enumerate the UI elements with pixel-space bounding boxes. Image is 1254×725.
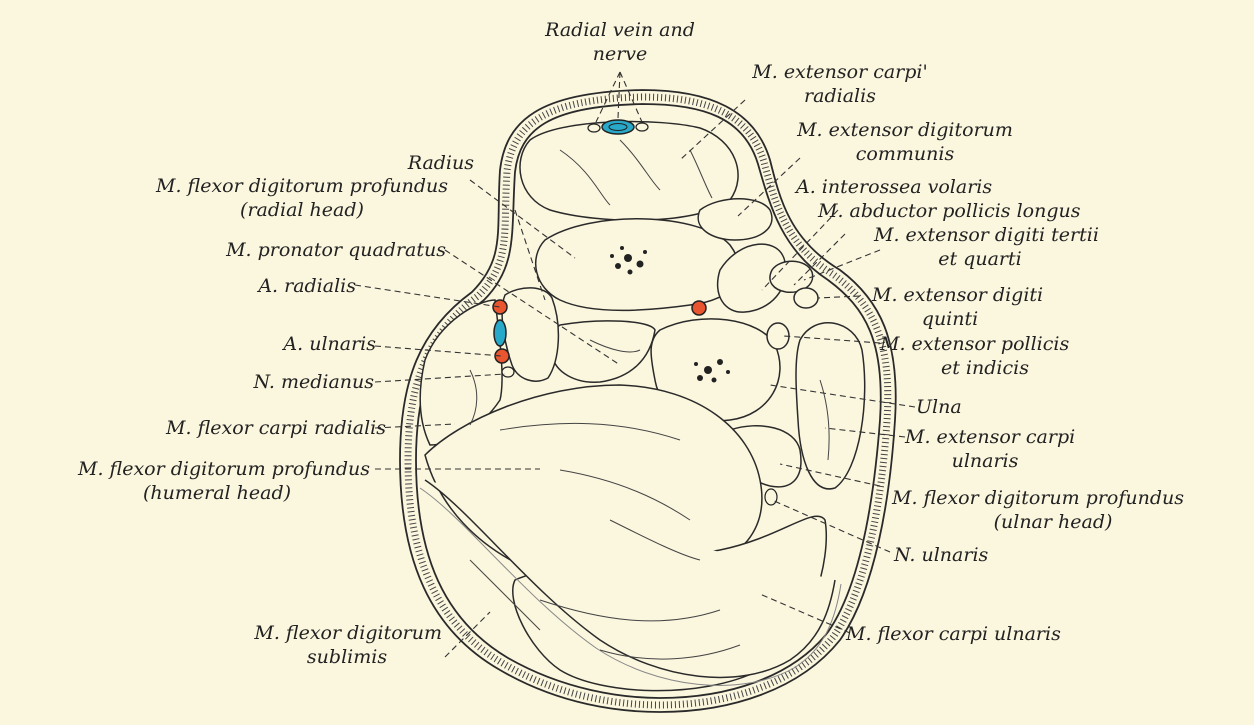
label-ext-digitorum-communis: M. extensor digitorum xyxy=(796,119,1013,141)
label-pronator-quadratus: M. pronator quadratus xyxy=(225,239,446,261)
label-radial-vein-and-nerve-2: nerve xyxy=(593,43,648,65)
extensor-carpi-ulnaris xyxy=(796,323,865,489)
label-fdp-radial: M. flexor digitorum profundus xyxy=(155,175,448,197)
label-ext-digiti-tertii-2: et quarti xyxy=(938,248,1021,270)
label-n-medianus: N. medianus xyxy=(252,371,374,393)
label-fcr: M. flexor carpi radialis xyxy=(165,417,386,439)
median-nerve xyxy=(502,367,514,377)
label-a-radialis: A. radialis xyxy=(256,275,356,297)
label-fdp-ulnar: M. flexor digitorum profundus xyxy=(891,487,1184,509)
label-ext-pollicis-2: et indicis xyxy=(941,357,1029,379)
label-radial-vein-and-nerve: Radial vein and xyxy=(544,19,695,41)
radial-artery xyxy=(493,300,507,314)
label-abductor-pollicis-longus: M. abductor pollicis longus xyxy=(817,200,1081,222)
label-ext-digiti-quinti: M. extensor digiti xyxy=(871,284,1043,306)
extensor-digiti-quinti xyxy=(794,288,818,308)
label-fcu: M. flexor carpi ulnaris xyxy=(845,623,1061,645)
radial-vein xyxy=(602,120,634,134)
label-ext-pollicis: M. extensor pollicis xyxy=(879,333,1069,355)
label-fdp-humeral-2: (humeral head) xyxy=(143,482,291,504)
label-a-interossea-volaris: A. interossea volaris xyxy=(794,176,992,198)
label-ulna: Ulna xyxy=(916,396,962,418)
label-ext-digiti-quinti-2: quinti xyxy=(922,308,978,330)
radial-vena-comitans xyxy=(494,320,506,346)
label-a-ulnaris: A. ulnaris xyxy=(281,333,376,355)
label-fdp-ulnar-2: (ulnar head) xyxy=(994,511,1113,533)
label-radius: Radius xyxy=(407,152,475,174)
interossea-volaris-artery xyxy=(692,301,706,315)
label-ext-carpi-ulnaris-2: ulnaris xyxy=(952,450,1019,472)
label-fdp-humeral: M. flexor digitorum profundus xyxy=(77,458,370,480)
muscles xyxy=(420,122,865,691)
label-fds-2: sublimis xyxy=(307,646,387,668)
label-ext-digiti-tertii: M. extensor digiti tertii xyxy=(873,224,1099,246)
label-n-ulnaris: N. ulnaris xyxy=(893,544,989,566)
ulnar-nerve xyxy=(765,489,777,505)
label-fds: M. flexor digitorum xyxy=(253,622,442,644)
radial-nerve-left xyxy=(588,124,600,132)
label-fdp-radial-2: (radial head) xyxy=(240,199,364,221)
label-ext-carpi-radialis: M. extensor carpi' xyxy=(751,61,927,83)
label-ext-digitorum-communis-2: communis xyxy=(856,143,955,165)
label-ext-carpi-radialis-2: radialis xyxy=(804,85,876,107)
label-ext-carpi-ulnaris: M. extensor carpi xyxy=(904,426,1075,448)
extensor-digitorum-communis xyxy=(698,199,772,240)
radial-nerve-right xyxy=(636,123,648,131)
